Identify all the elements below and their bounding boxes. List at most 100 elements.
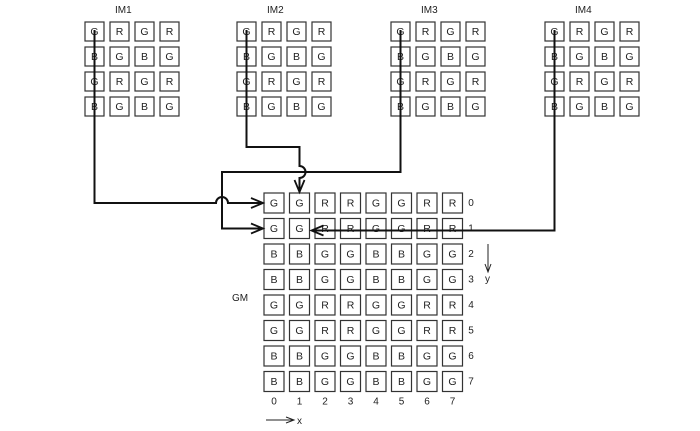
gm-pixel-color-label: B [372,249,379,261]
gm-pixel-cell-box [314,294,336,316]
pixel-cell-box [159,96,180,117]
gm-pixel-cell: G [263,319,285,342]
gm-pixel-cell: R [339,319,362,342]
gm-pixel-cell: B [390,345,413,367]
gm-pixel-color-label: G [321,274,329,286]
gm-pixel-cell-box [390,345,413,367]
gm-pixel-cell-box [288,217,311,240]
pixel-color-label: R [268,76,276,88]
pixel-cell-box [440,96,461,117]
gm-pixel-cell: B [390,370,413,393]
pixel-cell: G [465,46,486,67]
gm-pixel-color-label: G [448,376,456,388]
pixel-cell: R [619,71,640,92]
gm-pixel-color-label: B [270,274,277,286]
pixel-cell-box [619,96,640,117]
pixel-color-label: G [317,51,325,63]
pixel-cell: G [594,21,615,42]
gm-pixel-cell: B [365,243,387,265]
gm-pixel-color-label: R [449,223,457,235]
gm-pixel-cell: G [263,294,285,316]
gm-pixel-cell-box [339,217,362,240]
pixel-color-label: G [625,101,633,113]
gm-pixel-cell-box [416,243,438,265]
gm-pixel-cell-box [339,192,362,214]
arrow-head-icon [293,179,306,195]
gm-pixel-color-label: G [423,376,431,388]
pixel-color-label: G [446,76,454,88]
gm-pixel-cell-box [390,294,413,316]
arrow-head-icon [250,222,266,235]
gm-pixel-cell: R [416,217,438,240]
gm-pixel-cell-box [263,345,285,367]
gm-pixel-cell: B [263,370,285,393]
pixel-cell: G [286,21,307,42]
pixel-color-label: G [165,51,173,63]
pixel-cell: G [415,46,436,67]
gm-pixel-cell: R [416,319,438,342]
gm-pixel-color-label: G [372,223,380,235]
pixel-cell: R [415,21,436,42]
gm-pixel-cell: G [441,370,464,393]
gm-pixel-cell-box [441,294,464,316]
gm-pixel-color-label: G [397,300,405,312]
gm-pixel-cell-box [288,243,311,265]
pixel-color-label: G [471,101,479,113]
gm-pixel-cell-box [390,192,413,214]
gm-label: GM [232,293,248,304]
pixel-cell-box [261,21,282,42]
pixel-cell: G [159,96,180,117]
x-axis-indicator: x [266,416,302,427]
gm-pixel-cell: G [288,217,311,240]
gm-pixel-cell-box [365,319,387,342]
pixel-cell-box [619,71,640,92]
column-index-label: 7 [450,397,456,408]
gm-pixel-color-label: B [296,274,303,286]
pixel-cell-box [261,96,282,117]
gm-pixel-color-label: R [449,198,457,210]
pixel-color-label: G [292,26,300,38]
pixel-cell: G [440,71,461,92]
pixel-cell: G [619,96,640,117]
gm-pixel-color-label: G [423,274,431,286]
gm-pixel-cell-box [441,192,464,214]
gm-pixel-color-label: B [270,376,277,388]
gm-pixel-cell-box [263,370,285,393]
gm-pixel-cell-box [314,192,336,214]
gm-pixel-cell-box [390,243,413,265]
gm-pixel-cell: G [441,345,464,367]
pixel-cell: G [109,96,130,117]
pixel-color-label: G [140,76,148,88]
gm-pixel-cell: R [339,217,362,240]
gm-pixel-cell-box [441,370,464,393]
gm-pixel-cell-box [288,345,311,367]
pixel-cell: R [311,21,332,42]
pixel-color-label: G [165,101,173,113]
gm-pixel-color-label: B [398,274,405,286]
column-index-label: 1 [297,397,303,408]
gm-pixel-cell-box [416,268,438,291]
pixel-color-label: G [421,101,429,113]
gm-pixel-cell: B [263,345,285,367]
pixel-cell-box [109,71,130,92]
gm-pixel-cell: G [416,268,438,291]
pixel-cell-box [465,71,486,92]
gm-pixel-color-label: G [346,249,354,261]
gm-pixel-cell: G [390,217,413,240]
pixel-cell: B [440,46,461,67]
gm-pixel-cell: G [365,294,387,316]
pixel-cell: G [415,96,436,117]
pixel-color-label: B [601,51,608,63]
gm-pixel-cell-box [339,243,362,265]
gm-pixel-cell: B [288,370,311,393]
gm-pixel-color-label: G [448,249,456,261]
pixel-cell: G [286,71,307,92]
gm-pixel-cell-box [263,319,285,342]
gm-pixel-cell: G [390,192,413,214]
gm-pixel-cell-box [339,370,362,393]
gm-pixel-cell-box [390,268,413,291]
pixel-cell-box [569,71,590,92]
